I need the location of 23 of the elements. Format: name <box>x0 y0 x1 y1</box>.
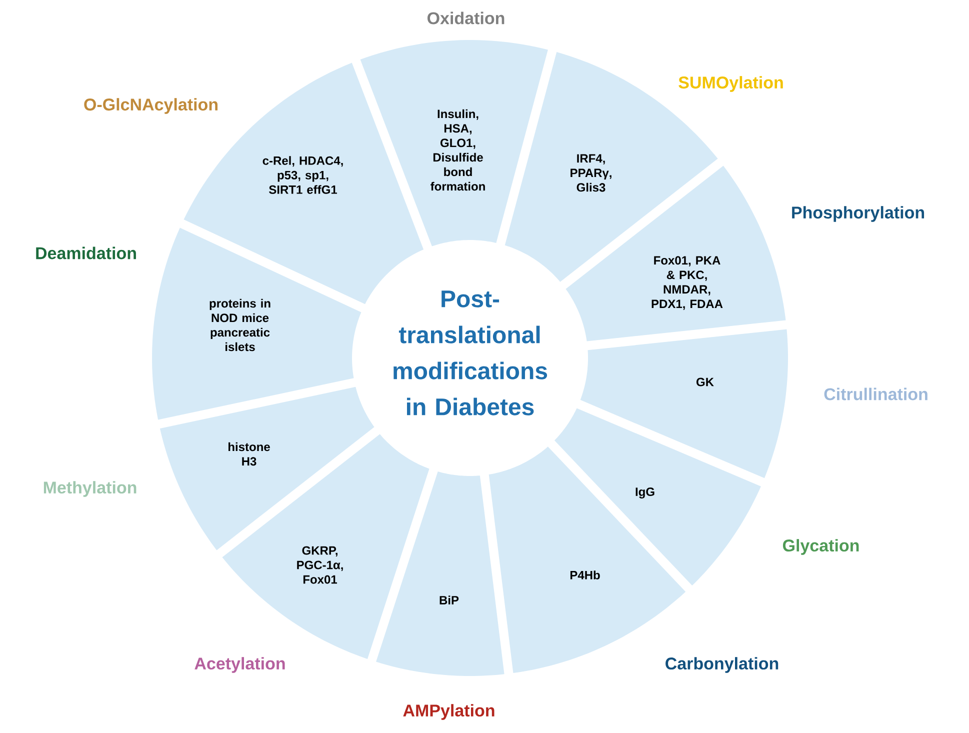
segment-text: proteins in NOD mice pancreatic islets <box>210 298 270 352</box>
segment-heading: Phosphorylation <box>792 206 924 222</box>
segment-text: Fox01, PKA & PKC, NMDAR, PDX1, FDAA <box>652 256 723 310</box>
segment-heading: Methylation <box>44 481 136 497</box>
segment-heading: Oxidation <box>428 12 504 24</box>
segment-text: GK <box>696 378 714 386</box>
segment-heading: Carbonylation <box>666 657 778 673</box>
segment-text: histone H3 <box>228 442 270 466</box>
segment-text: IgG <box>636 488 654 498</box>
segment-heading: Citrullination <box>824 388 928 400</box>
segment-heading: O-GlcNAcylation <box>84 98 218 114</box>
segment-heading: Glycation <box>782 539 859 555</box>
segment-text: GKRP, PGC-1α, Fox01 <box>297 546 343 584</box>
center-title: Post-translational modifications in Diabetes <box>394 290 548 416</box>
segment-text: IRF4, PPARγ, Glis3 <box>570 154 612 192</box>
segment-heading: Deamidation <box>36 246 136 260</box>
segment-heading: SUMOylation <box>678 76 783 92</box>
segment-text: BiP <box>440 596 459 604</box>
segment-text: P4Hb <box>570 570 600 580</box>
segment-text: Insulin, HSA, GLO1, Disulfide bond formation <box>430 109 485 191</box>
segment-heading: Acetylation <box>194 657 285 673</box>
segment-text: c-Rel, HDAC4, p53, sp1, SIRT1 effG1 <box>262 156 343 194</box>
segment-heading: AMPylation <box>403 704 494 720</box>
